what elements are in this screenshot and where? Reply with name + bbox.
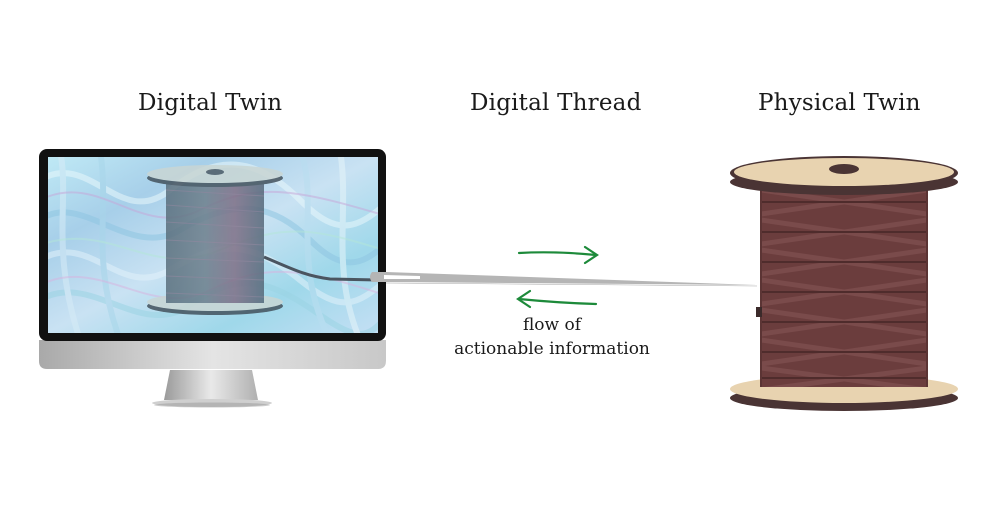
physical-twin-heading: Physical Twin — [758, 90, 921, 116]
thread-windings — [761, 187, 927, 387]
monitor-stand — [152, 370, 272, 408]
digital-twin-heading: Digital Twin — [138, 90, 283, 116]
digital-thread-heading: Digital Thread — [470, 90, 642, 116]
virtual-thread — [263, 255, 378, 282]
needle — [370, 272, 758, 287]
physical-spool — [730, 156, 958, 411]
monitor-chin — [39, 340, 386, 369]
virtual-spool — [147, 165, 283, 315]
monitor-screen — [48, 157, 378, 333]
arrow-left — [516, 289, 598, 309]
spool-hole — [829, 164, 859, 174]
flow-caption-line1: flow of — [522, 315, 582, 335]
arrow-right — [517, 245, 599, 265]
flow-caption-line2: actionable information — [454, 339, 650, 359]
monitor-illustration — [39, 149, 386, 408]
